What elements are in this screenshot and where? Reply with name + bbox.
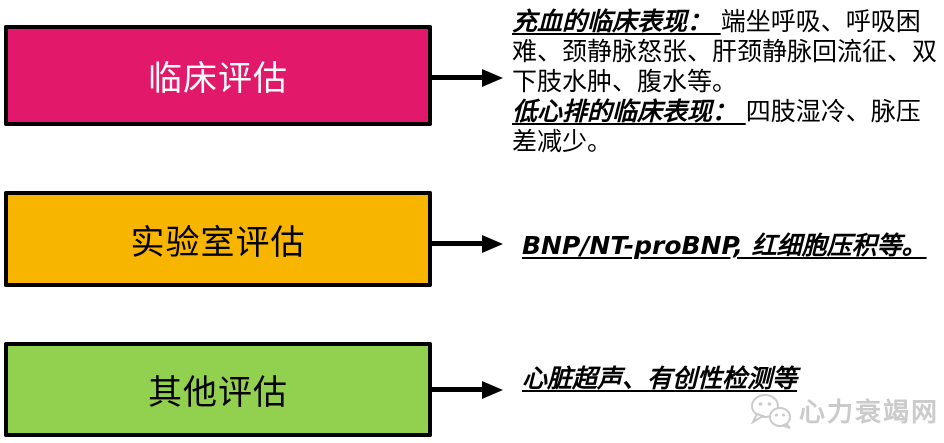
paragraph-congestion: 充血的临床表现： 端坐呼吸、呼吸困难、颈静脉怒张、肝颈静脉回流征、双下肢水肿、腹… bbox=[512, 7, 944, 97]
box-other-assessment: 其他评估 bbox=[4, 342, 432, 437]
box-laboratory-label: 实验室评估 bbox=[130, 222, 306, 263]
arrow-head bbox=[482, 235, 503, 253]
desc-heading-congestion: 充血的临床表现： bbox=[512, 7, 721, 36]
description-laboratory: BNP/NT-proBNP, 红细胞压积等。 bbox=[522, 231, 944, 261]
desc-body-low-output: 四肢湿冷、脉压差减少。 bbox=[512, 97, 921, 156]
description-other: 心脏超声、有创性检测等 bbox=[522, 364, 944, 394]
watermark-label: 心力衰竭网 bbox=[799, 398, 940, 428]
desc-heading-laboratory: BNP/NT-proBNP, 红细胞压积等。 bbox=[522, 231, 927, 260]
arrow-right-icon-1 bbox=[432, 69, 504, 87]
wechat-icon bbox=[750, 393, 791, 429]
arrow-head bbox=[482, 381, 503, 399]
arrow-shaft bbox=[432, 241, 486, 246]
paragraph-laboratory: BNP/NT-proBNP, 红细胞压积等。 bbox=[522, 231, 944, 261]
desc-heading-low-output: 低心排的临床表现： bbox=[512, 97, 746, 126]
box-clinical-assessment: 临床评估 bbox=[4, 25, 432, 126]
box-other-label: 其他评估 bbox=[148, 373, 288, 413]
arrow-shaft bbox=[432, 387, 486, 392]
desc-heading-other: 心脏超声、有创性检测等 bbox=[522, 364, 798, 393]
arrow-right-icon-3 bbox=[432, 381, 504, 399]
arrow-shaft bbox=[432, 75, 486, 80]
box-laboratory-assessment: 实验室评估 bbox=[4, 191, 432, 287]
desc-body-congestion: 端坐呼吸、呼吸困难、颈静脉怒张、肝颈静脉回流征、双下肢水肿、腹水等。 bbox=[512, 7, 938, 96]
box-clinical-label: 临床评估 bbox=[148, 59, 288, 99]
paragraph-other: 心脏超声、有创性检测等 bbox=[522, 364, 944, 394]
watermark: 心力衰竭网 bbox=[750, 392, 939, 429]
description-clinical: 充血的临床表现： 端坐呼吸、呼吸困难、颈静脉怒张、肝颈静脉回流征、双下肢水肿、腹… bbox=[512, 7, 944, 157]
arrow-right-icon-2 bbox=[432, 235, 504, 253]
paragraph-low-output: 低心排的临床表现： 四肢湿冷、脉压差减少。 bbox=[512, 97, 944, 157]
arrow-head bbox=[482, 69, 503, 87]
